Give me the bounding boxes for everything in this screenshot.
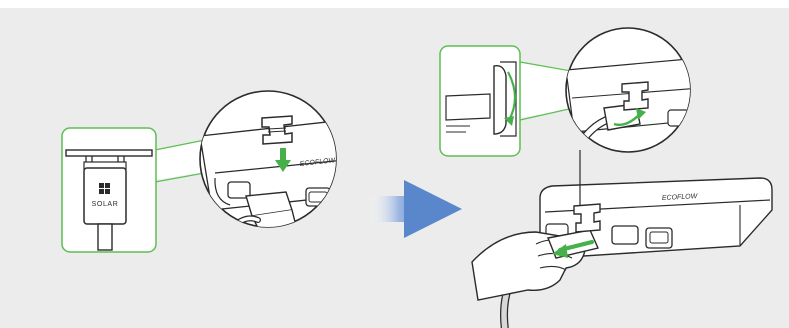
solar-connector — [84, 168, 126, 224]
solar-connector-callout: SOLAR — [62, 128, 156, 252]
clip-detail-callout — [440, 46, 520, 156]
solar-label: SOLAR — [92, 201, 119, 208]
